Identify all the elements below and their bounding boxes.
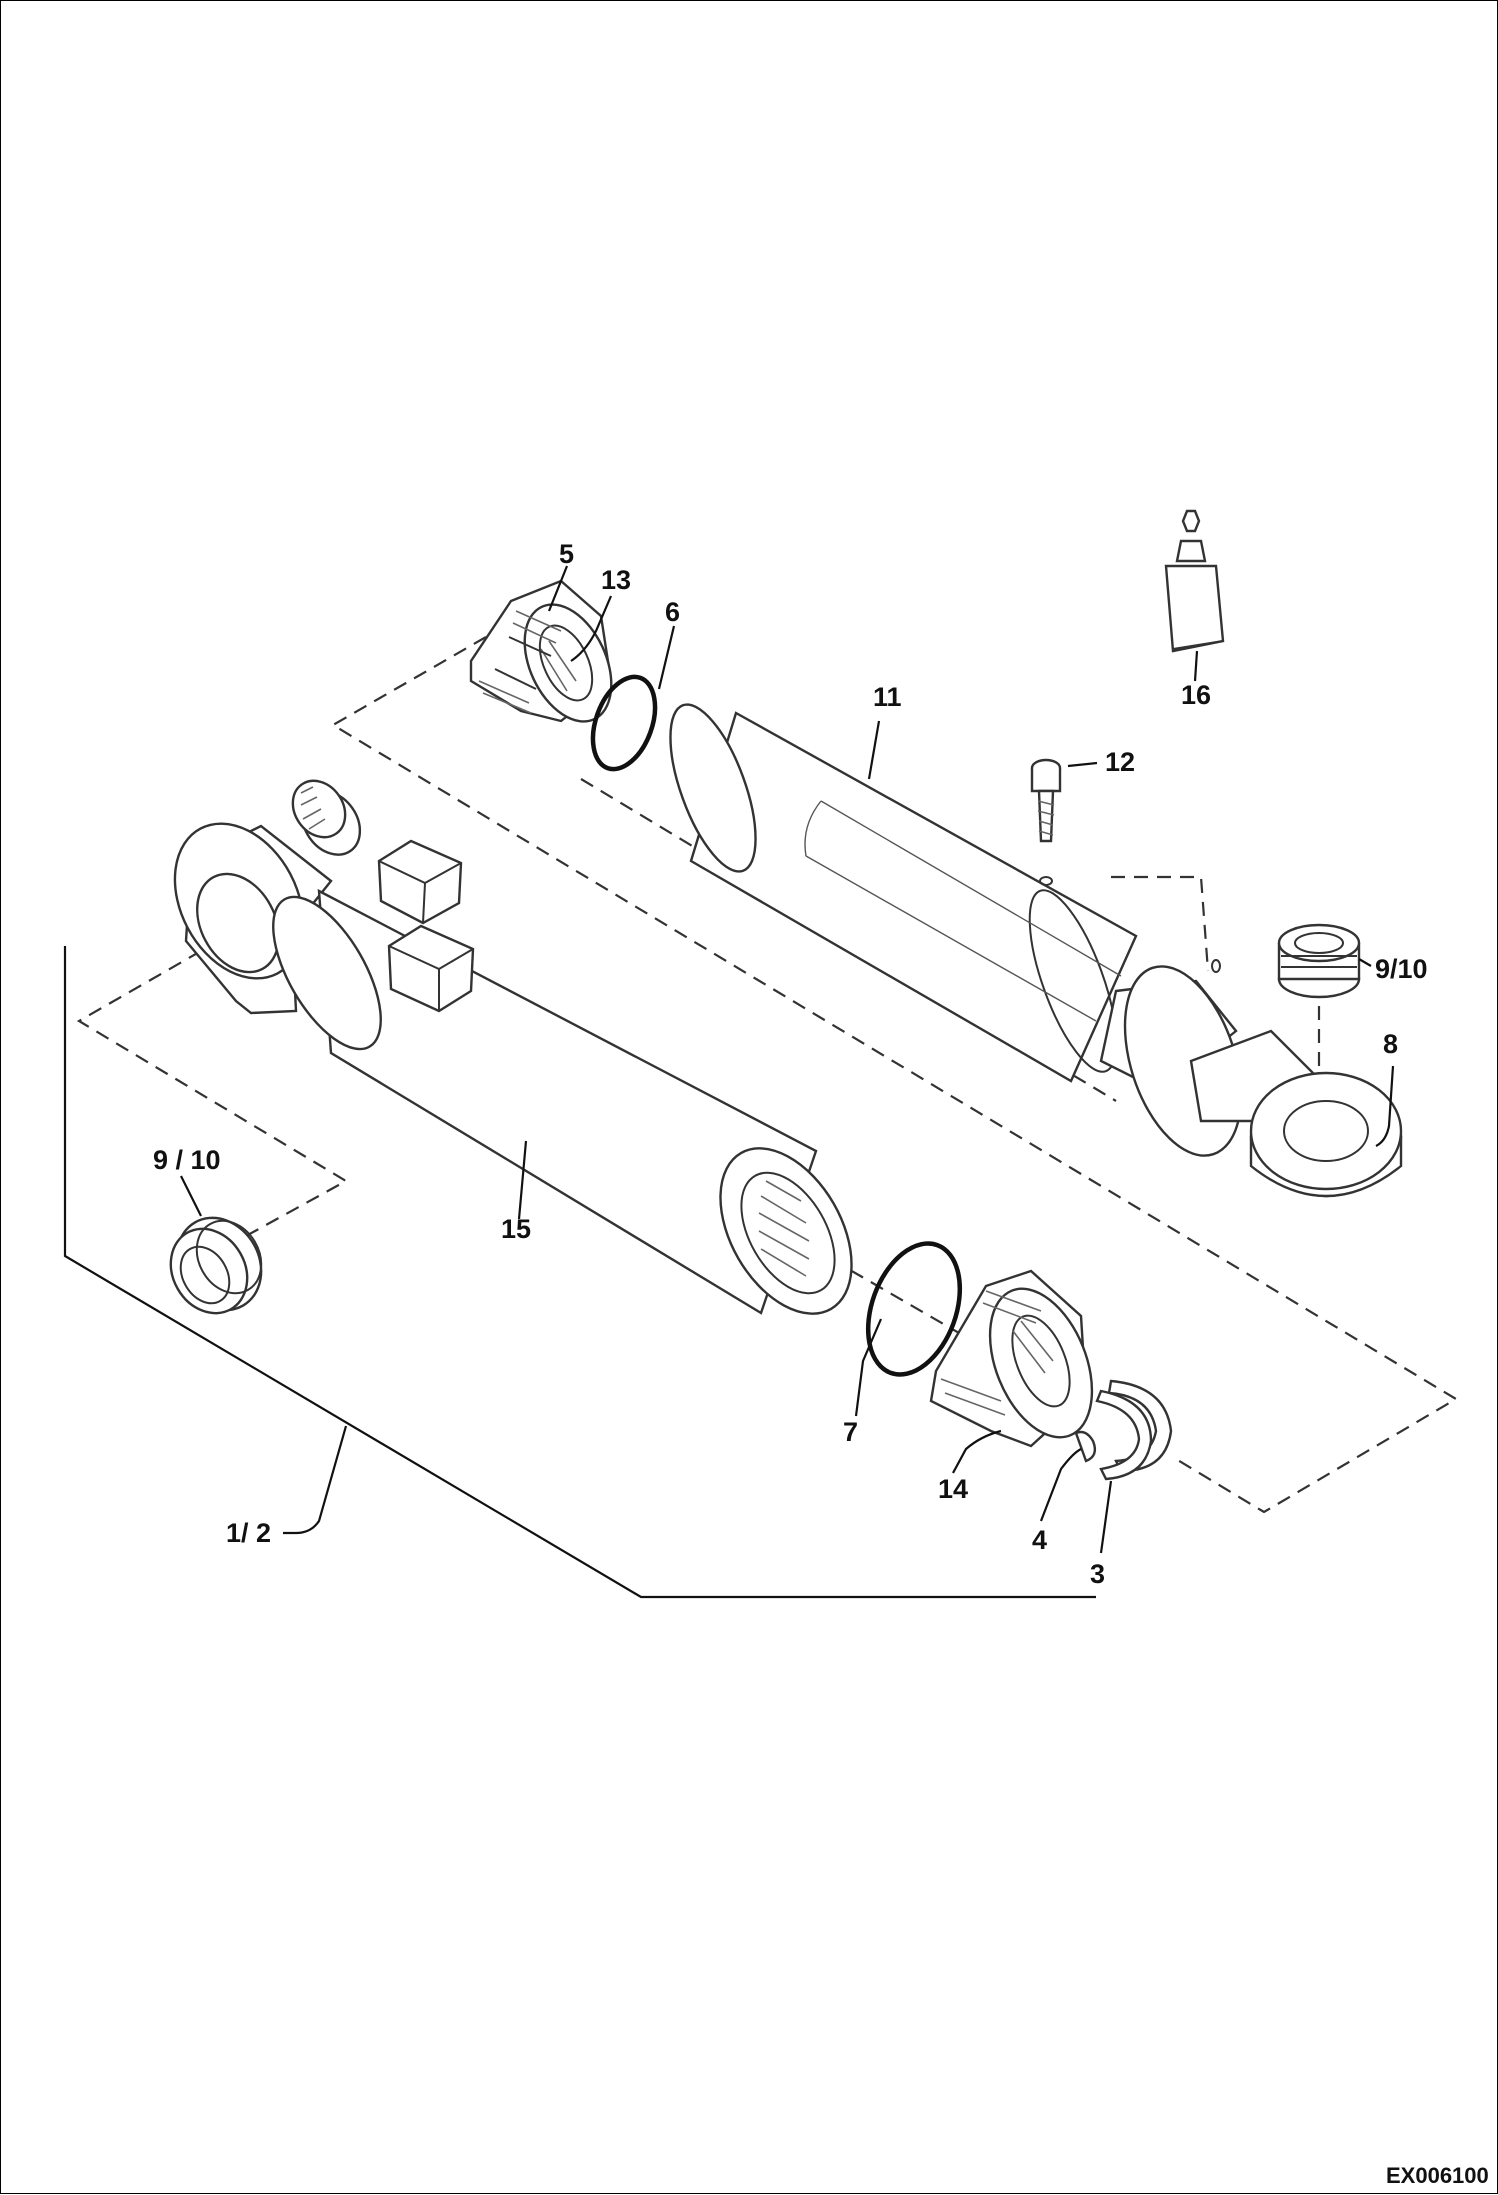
piston-bottom [929, 1269, 1094, 1448]
label-9-10-right: 9/10 [1375, 954, 1428, 984]
label-14: 14 [938, 1474, 968, 1504]
label-3: 3 [1090, 1559, 1105, 1589]
label-4: 4 [1032, 1525, 1047, 1555]
label-9-10-left: 9 / 10 [153, 1145, 221, 1175]
o-ring-7 [865, 1241, 963, 1377]
label-8: 8 [1383, 1029, 1398, 1059]
label-12: 12 [1105, 747, 1135, 777]
drawing-code: EX006100 [1386, 2163, 1489, 2188]
label-15: 15 [501, 1214, 531, 1244]
seal-right [1277, 923, 1361, 999]
label-5: 5 [559, 539, 574, 569]
snap-rings [1074, 1379, 1173, 1481]
label-16: 16 [1181, 680, 1211, 710]
o-ring-6 [590, 674, 658, 772]
cylinder-barrel [173, 779, 853, 1315]
piston-top [469, 579, 613, 723]
piston-rod [669, 703, 1403, 1198]
label-6: 6 [665, 597, 680, 627]
label-1-2: 1/ 2 [226, 1518, 271, 1548]
leader-lines [180, 565, 1395, 1554]
fitting-small [291, 779, 362, 856]
label-13: 13 [601, 565, 631, 595]
screw-12 [1030, 758, 1062, 886]
grease-tube [1164, 509, 1225, 653]
assembly-bracket [63, 946, 1096, 1599]
label-7: 7 [843, 1417, 858, 1447]
part-labels: 5 13 6 11 16 12 9/10 8 9 / 10 15 7 14 4 … [153, 539, 1428, 1589]
label-11: 11 [873, 682, 902, 712]
seal-left [169, 1216, 263, 1315]
